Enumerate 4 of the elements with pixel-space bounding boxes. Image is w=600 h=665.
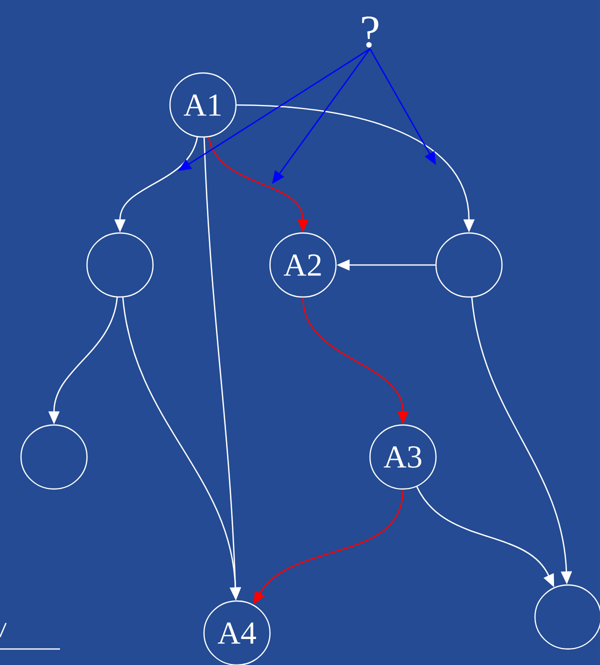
circle xyxy=(20,424,88,490)
circle xyxy=(435,232,503,298)
circle xyxy=(86,232,154,298)
question-mark: ? xyxy=(362,16,378,48)
